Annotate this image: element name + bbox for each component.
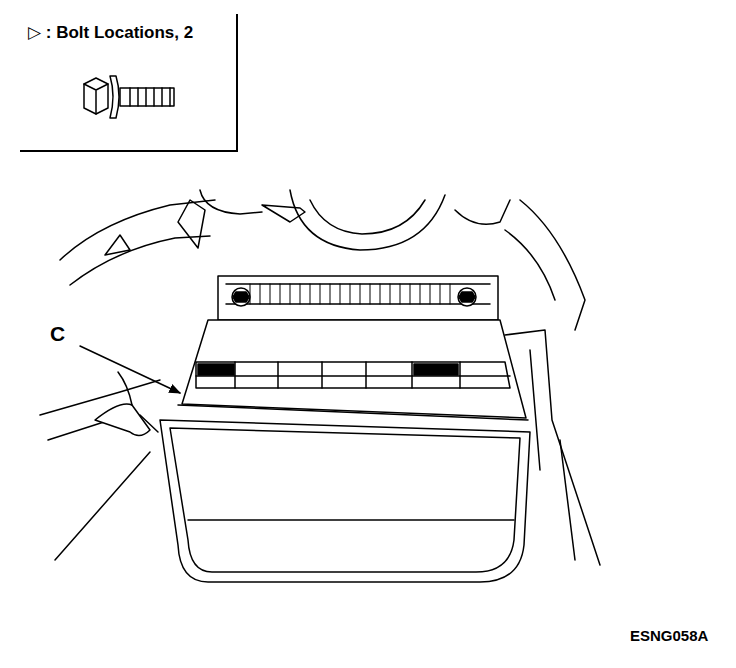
bolt-icon <box>84 76 174 118</box>
legend-text: ▷ : Bolt Locations, 2 <box>28 22 228 43</box>
figure-code: ESNG058A <box>630 627 708 644</box>
legend-box: ▷ : Bolt Locations, 2 <box>20 14 238 152</box>
part-letter: C <box>50 322 65 346</box>
